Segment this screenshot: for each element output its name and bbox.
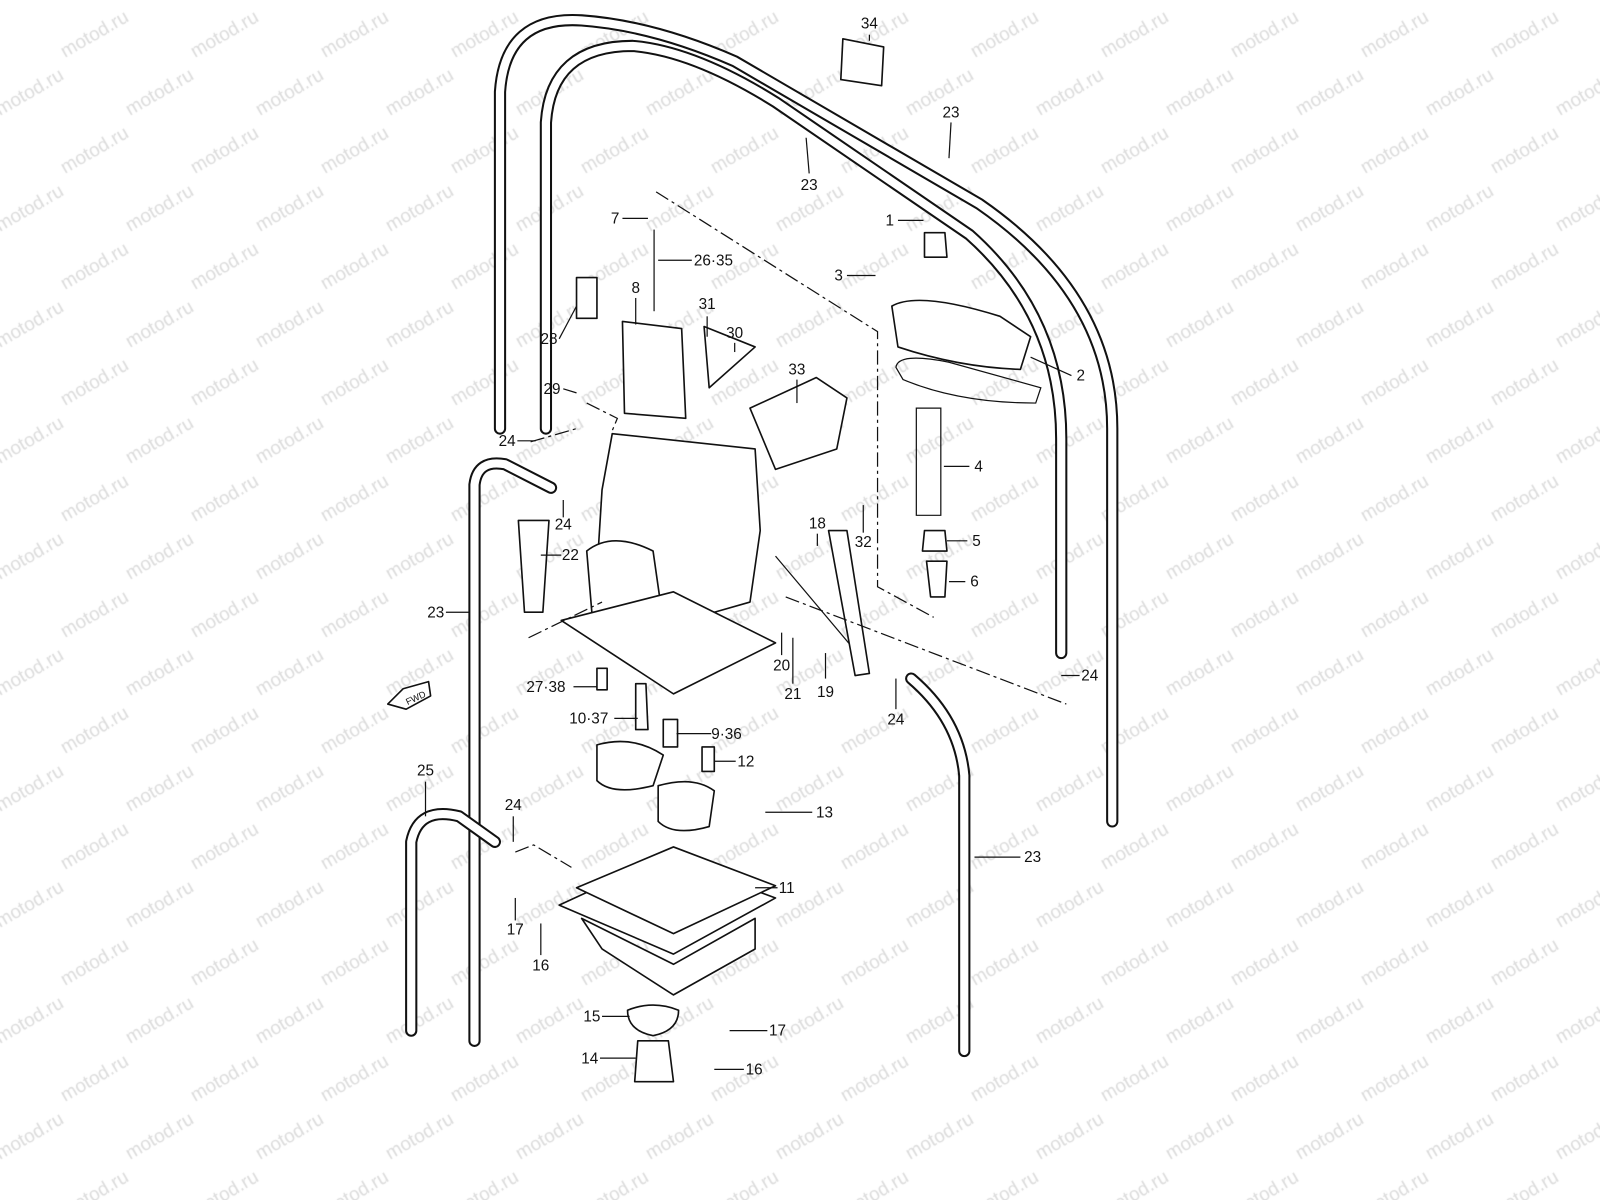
callout-number: 24 (887, 711, 905, 728)
callout-leader-line (558, 305, 578, 340)
callout-number: 22 (562, 547, 579, 564)
carburetor-parts (515, 37, 1067, 1083)
callout-number: 23 (427, 604, 444, 621)
callout-number: 14 (581, 1050, 599, 1067)
callout-number: 26·35 (694, 252, 733, 269)
callout-number: 23 (801, 177, 818, 194)
callout-leader-line (1030, 356, 1072, 377)
callout-number: 9·36 (711, 726, 742, 743)
callout-number: 17 (507, 922, 524, 939)
callout-number: 34 (861, 16, 879, 33)
callout-number: 11 (779, 880, 795, 897)
callout-number: 27·38 (526, 679, 565, 696)
callout-number: 10·37 (569, 710, 608, 727)
callout-number: 8 (631, 280, 640, 297)
callout-number: 33 (788, 361, 805, 378)
fuel-hoses (405, 14, 1119, 1058)
callout-number: 23 (943, 104, 960, 121)
callout-number: 29 (544, 381, 561, 398)
callout-number: 15 (583, 1008, 600, 1025)
callout-number: 18 (809, 516, 826, 533)
callout-number: 20 (773, 657, 790, 674)
callout-number: 13 (816, 804, 833, 821)
callout-number: 1 (886, 213, 895, 230)
callout-number: 32 (855, 534, 872, 551)
callout-number: 6 (970, 574, 979, 591)
callout-number: 17 (769, 1023, 786, 1040)
callout-number: 19 (817, 684, 834, 701)
callout-number: 2 (1077, 368, 1086, 385)
callout-leader-line (948, 122, 952, 159)
callout-number: 24 (505, 797, 523, 814)
callout-labels: 34 23 23 7 1 26·35 3 8 31 30 28 2 33 29 24 4 24 18 32 5 22 6 2… (417, 16, 1099, 1079)
callout-number: 28 (540, 331, 557, 348)
callout-number: 12 (737, 753, 754, 770)
fwd-arrow: FWD (386, 680, 432, 711)
callout-number: 4 (974, 458, 983, 475)
callout-number: 7 (611, 210, 620, 227)
callout-number: 30 (726, 325, 743, 342)
callout-number: 21 (784, 686, 801, 703)
callout-number: 16 (746, 1061, 763, 1078)
callout-leader-line (805, 137, 810, 174)
callout-number: 23 (1024, 849, 1041, 866)
callout-number: 31 (699, 296, 716, 313)
callout-number: 24 (499, 433, 517, 450)
callout-number: 24 (555, 517, 573, 534)
callout-number: 16 (532, 957, 549, 974)
callout-leader-line (563, 388, 577, 394)
callout-number: 25 (417, 763, 434, 780)
callout-number: 3 (834, 268, 843, 285)
callout-number: 5 (972, 533, 981, 550)
callout-number: 24 (1081, 668, 1099, 685)
